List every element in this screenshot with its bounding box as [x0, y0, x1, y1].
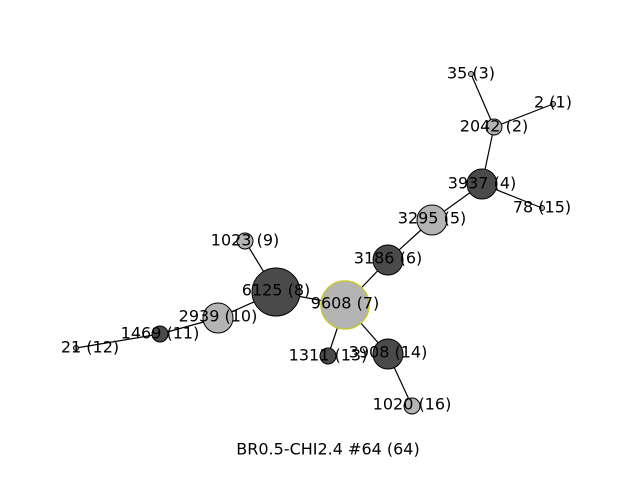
node-label-n16: 1020 (16)	[373, 395, 452, 414]
node-label-n3: 35 (3)	[447, 64, 495, 83]
node-n8[interactable]	[251, 267, 301, 317]
node-n11[interactable]	[151, 325, 169, 343]
node-label-n14: 3908 (14)	[349, 343, 428, 362]
node-label-n15: 78 (15)	[513, 198, 571, 217]
node-n13[interactable]	[319, 347, 337, 365]
edge-n1-n2	[493, 103, 554, 128]
node-layer	[73, 71, 556, 415]
node-n6[interactable]	[372, 244, 404, 276]
node-label-n12: 21 (12)	[61, 338, 119, 357]
edge-n3-n2	[470, 73, 495, 128]
node-n5[interactable]	[416, 204, 448, 236]
node-label-n1: 2 (1)	[534, 93, 572, 112]
node-label-n11: 1469 (11)	[121, 324, 200, 343]
node-n4[interactable]	[466, 168, 498, 200]
node-label-n7: 9608 (7)	[311, 294, 379, 313]
node-label-n2: 2042 (2)	[460, 117, 528, 136]
node-n12[interactable]	[73, 345, 79, 351]
diagram-caption: BR0.5-CHI2.4 #64 (64)	[236, 440, 419, 459]
node-n9[interactable]	[236, 232, 254, 250]
node-n10[interactable]	[202, 302, 234, 334]
node-n15[interactable]	[539, 205, 545, 211]
node-label-n10: 2939 (10)	[179, 307, 258, 326]
node-n7[interactable]	[320, 280, 370, 330]
node-label-n9: 1023 (9)	[211, 231, 279, 250]
node-n1[interactable]	[550, 101, 556, 107]
label-layer: 2 (1) 2042 (2) 35 (3) 3937 (4) 3295 (5) 3186 …	[61, 64, 572, 414]
node-n2[interactable]	[485, 118, 503, 136]
node-label-n8: 6125 (8)	[242, 281, 310, 300]
node-n16[interactable]	[403, 397, 421, 415]
node-label-n5: 3295 (5)	[398, 209, 466, 228]
edge-n11-n12	[75, 333, 161, 349]
node-label-n6: 3186 (6)	[354, 249, 422, 268]
node-n3[interactable]	[468, 71, 474, 77]
node-label-n13: 1311 (13)	[289, 346, 368, 365]
node-n14[interactable]	[372, 338, 404, 370]
node-label-n4: 3937 (4)	[448, 174, 516, 193]
